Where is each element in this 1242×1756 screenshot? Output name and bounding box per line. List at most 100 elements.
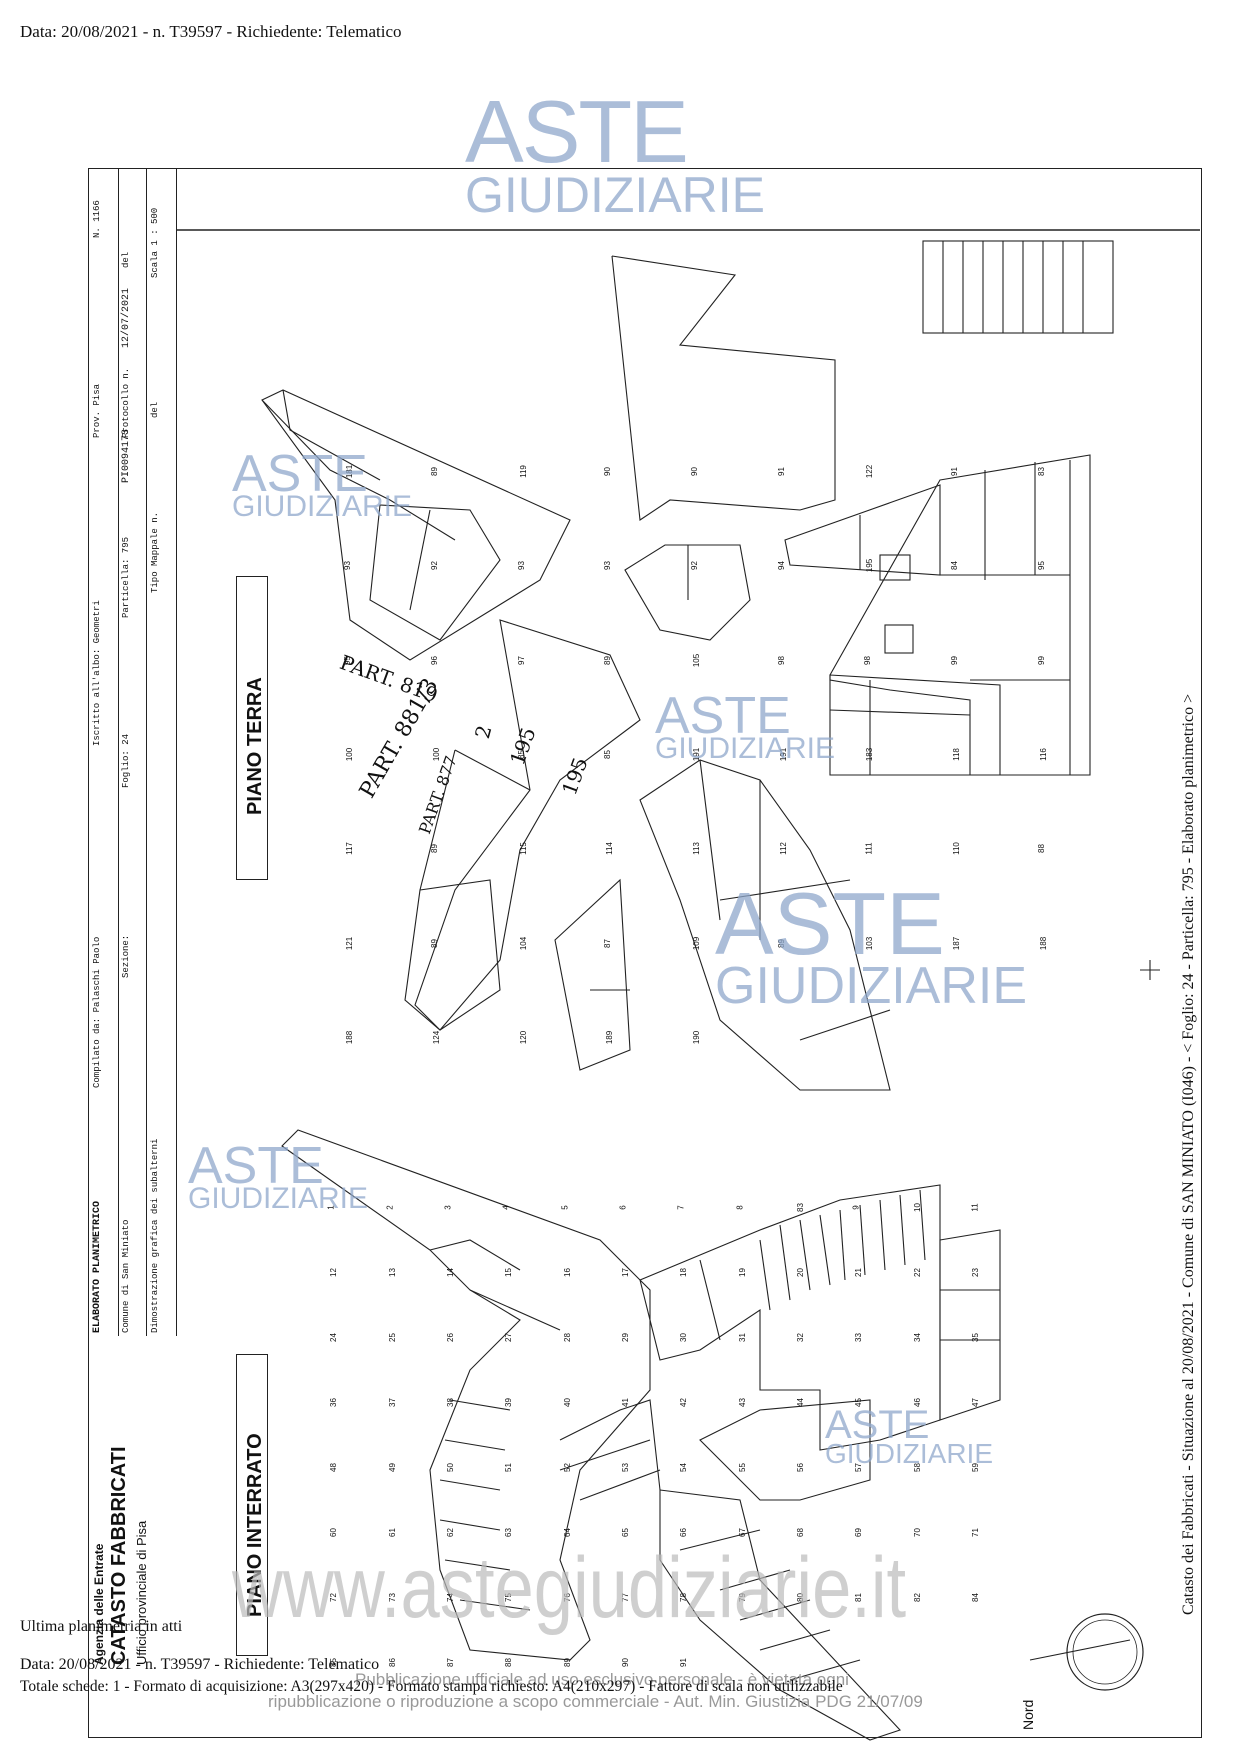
terra-sub-number: 124 — [432, 1030, 442, 1045]
interrato-row-southeast — [739, 1599, 861, 1681]
title-col-3 — [146, 168, 177, 1336]
terra-sub-number: 93 — [343, 561, 353, 571]
interrato-sub-number: 63 — [504, 1527, 514, 1537]
interrato-sub-number: 50 — [445, 1462, 455, 1472]
terra-sub-number: 188 — [345, 1030, 355, 1045]
interrato-sub-number: 9 — [851, 1204, 861, 1210]
interrato-sub-number: 29 — [620, 1332, 630, 1342]
terra-sub-number: 118 — [951, 748, 961, 761]
terra-sub-number: 93 — [516, 561, 526, 571]
interrato-sub-number: 41 — [620, 1397, 630, 1407]
terra-sub-number: 117 — [345, 842, 355, 856]
terra-sub-number: 100 — [345, 747, 355, 762]
interrato-sub-number: 32 — [795, 1332, 805, 1342]
interrato-sub-number: 48 — [329, 1462, 339, 1472]
terra-sub-number: 87 — [603, 938, 613, 948]
interrato-sub-number: 86 — [387, 1657, 397, 1667]
terra-sub-number: 119 — [518, 465, 528, 479]
north-arrow — [1029, 1613, 1144, 1691]
interrato-sub-number: 19 — [737, 1267, 747, 1277]
interrato-sub-number: 26 — [445, 1332, 455, 1342]
terra-sub-number: 90 — [689, 467, 699, 477]
interrato-row-south — [559, 1399, 661, 1501]
terra-sub-number: 89 — [429, 467, 439, 477]
interrato-sub-number: 39 — [504, 1397, 514, 1407]
interrato-sub-number: 52 — [562, 1462, 572, 1472]
interrato-sub-number: 25 — [387, 1332, 397, 1342]
interrato-sub-number: 89 — [562, 1657, 572, 1667]
interrato-sub-number: 67 — [737, 1527, 747, 1537]
interrato-sub-number: 55 — [737, 1462, 747, 1472]
terra-sub-number: 111 — [864, 842, 874, 855]
north-label: Nord — [1020, 1699, 1036, 1730]
interrato-sub-number: 35 — [970, 1332, 980, 1342]
right-side-caption: Catasto dei Fabbricati - Situazione al 2… — [1180, 693, 1197, 1615]
interrato-sub-number: 30 — [679, 1332, 689, 1342]
terra-sub-number: 104 — [518, 936, 528, 950]
interrato-sub-number: 7 — [676, 1204, 686, 1210]
interrato-sub-number: 49 — [387, 1462, 397, 1472]
terra-sub-number: 114 — [605, 842, 615, 856]
terra-sub-number: 92 — [429, 561, 439, 571]
interrato-sub-number: 71 — [970, 1527, 980, 1537]
interrato-sub-number: 51 — [504, 1462, 514, 1472]
interrato-sub-number: 66 — [679, 1527, 689, 1537]
interrato-row-east — [779, 1189, 926, 1301]
stair-hatch — [942, 241, 1084, 333]
interrato-sub-number: 11 — [970, 1202, 980, 1212]
terra-sub-number: 85 — [603, 750, 613, 759]
interrato-sub-number: 13 — [387, 1267, 397, 1277]
watermark-notice-2: ripubblicazione o riproduzione a scopo c… — [268, 1692, 923, 1711]
interrato-sub-number: 23 — [970, 1267, 980, 1277]
title-col-1 — [88, 168, 119, 1336]
interrato-sub-number: 62 — [445, 1527, 455, 1537]
terra-sub-number: 190 — [692, 1030, 702, 1045]
interrato-sub-number: 56 — [795, 1462, 805, 1472]
terra-sub-number: 95 — [343, 655, 353, 665]
interrato-sub-number: 88 — [504, 1657, 514, 1667]
watermark-aste-2: ASTE — [232, 445, 368, 503]
interrato-sub-number: 31 — [737, 1332, 747, 1342]
terra-sub-number: 88 — [1036, 844, 1046, 854]
piano-terra-box: PIANO TERRA — [236, 576, 268, 880]
watermark-aste-1: ASTE — [465, 82, 689, 181]
terra-sub-number: 188 — [1038, 936, 1048, 950]
terra-sub-number: 120 — [518, 1030, 528, 1045]
terra-sub-number: 91 — [949, 467, 959, 477]
watermark-aste-3: ASTE — [655, 687, 791, 745]
watermark-giudiziarie-6: GIUDIZIARIE — [825, 1438, 994, 1469]
interrato-sub-number: 10 — [912, 1202, 922, 1212]
watermark-notice-1: Pubblicazione ufficiale ad uso esclusivo… — [355, 1670, 849, 1689]
watermark-site: www.astegiudiziarie.it — [232, 1540, 907, 1636]
footer-ultima: Ultima planimetria in atti — [20, 1618, 183, 1635]
terra-sub-number: 195 — [865, 559, 875, 573]
interrato-sub-number: 14 — [445, 1267, 455, 1277]
terra-sub-number: 91 — [776, 467, 786, 477]
interrato-sub-number: 8 — [735, 1204, 745, 1210]
terra-sub-number: 105 — [692, 653, 702, 667]
interrato-sub-number: 24 — [329, 1332, 339, 1342]
terra-sub-number: 92 — [689, 561, 699, 571]
terra-sub-number: 89 — [429, 844, 439, 854]
terra-sub-number: 99 — [1036, 655, 1046, 665]
watermark-giudiziarie-2: GIUDIZIARIE — [232, 490, 413, 523]
interrato-sub-number: 36 — [329, 1397, 339, 1407]
interrato-sub-number: 16 — [562, 1267, 572, 1277]
title-col-2 — [118, 168, 147, 1336]
terra-sub-number: 115 — [518, 842, 528, 856]
interrato-sub-number: 15 — [504, 1267, 514, 1277]
terra-sub-number: 89 — [429, 938, 439, 948]
interrato-sub-number: 43 — [737, 1397, 747, 1407]
terra-sub-number: 113 — [691, 842, 701, 856]
interrato-sub-number: 6 — [618, 1204, 628, 1210]
watermark-aste-5: ASTE — [188, 1137, 324, 1195]
watermark-giudiziarie-4: GIUDIZIARIE — [715, 957, 1028, 1015]
interrato-sub-number: 60 — [329, 1527, 339, 1537]
terra-sub-number: 121 — [345, 936, 355, 950]
interrato-sub-number: 40 — [562, 1397, 572, 1407]
terra-sub-number: 112 — [778, 842, 788, 856]
interrato-sub-number: 90 — [620, 1657, 630, 1667]
terra-sub-number: 98 — [776, 655, 786, 665]
watermark-aste-6: ASTE — [825, 1403, 930, 1447]
footer-totale: Totale schede: 1 - Formato di acquisizio… — [20, 1678, 843, 1695]
